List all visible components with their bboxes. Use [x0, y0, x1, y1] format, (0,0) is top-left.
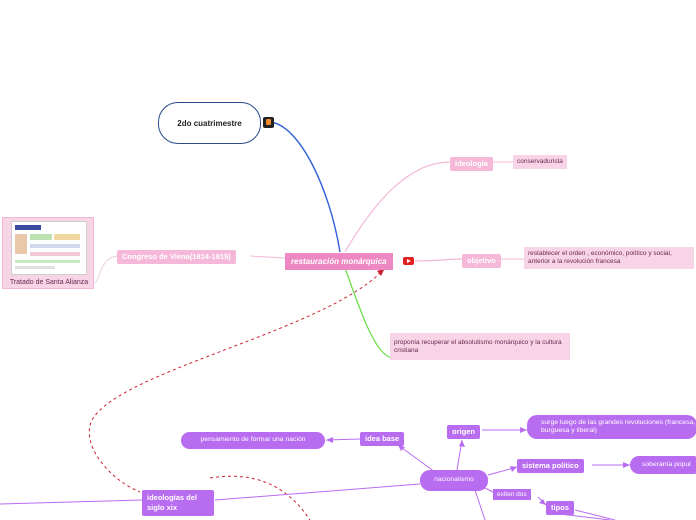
conservadurista-label: conservadurista: [517, 158, 563, 165]
topic-proponia[interactable]: proponía recuperar el absolutismo monárq…: [390, 333, 570, 360]
dashed-relation-1: [88, 267, 386, 493]
origen-label: origen: [452, 427, 475, 436]
topic-objetivo-text[interactable]: restablecer el orden , económico, políti…: [524, 247, 694, 270]
connector-nacionalismo: [214, 483, 421, 501]
connector-tipos-out: [574, 509, 616, 520]
tratado-label: Tratado de Santa Alianza: [9, 279, 89, 286]
topic-sistema-politico[interactable]: sistema político: [517, 459, 584, 473]
tipos-label: tipos: [551, 503, 569, 512]
topic-surge[interactable]: surge luego de las grandes revoluciones …: [527, 415, 696, 439]
connector-ideologia: [344, 161, 451, 253]
connector-tratado: [94, 255, 118, 284]
topic-origen[interactable]: origen: [447, 425, 480, 439]
topic-soberania[interactable]: soberanía popul: [630, 456, 696, 474]
congreso-label: Congreso de Viena(1814-1815): [122, 252, 231, 261]
connector-left-edge: [0, 499, 143, 505]
idea-base-label: idea base: [365, 434, 400, 443]
second-term-label: 2do cuatrimestre: [177, 118, 242, 128]
connector-second-term: [269, 121, 341, 253]
connector-tipos-out2: [559, 513, 611, 520]
pensamiento-label: pensamiento de formar una nación: [200, 436, 306, 444]
connector-nac-down: [474, 489, 486, 520]
nacionalismo-label: nacionalismo: [434, 476, 474, 484]
root-label: restauración monárquica: [291, 257, 387, 266]
label-existen-dos: exiten dos: [493, 489, 531, 500]
existen-dos-label: exiten dos: [497, 491, 527, 498]
dashed-relation-2: [209, 475, 311, 520]
objetivo-text-label: restablecer el orden , económico, políti…: [528, 250, 672, 266]
topic-idea-base[interactable]: idea base: [360, 432, 405, 446]
topic-ideologias-siglo[interactable]: ideologías del siglo xix: [142, 490, 214, 516]
topic-nacionalismo[interactable]: nacionalismo: [420, 470, 488, 491]
root-topic[interactable]: restauración monárquica: [285, 253, 393, 270]
connector-idea-base: [397, 444, 436, 473]
connector-congreso: [249, 255, 286, 259]
ideologia-label: ideología: [455, 159, 488, 168]
topic-second-term[interactable]: 2do cuatrimestre: [158, 102, 261, 144]
ideologias-siglo-label: ideologías del siglo xix: [147, 493, 198, 512]
topic-objetivo[interactable]: objetivo: [462, 254, 501, 268]
topic-tratado[interactable]: Tratado de Santa Alianza: [2, 217, 94, 289]
soberania-label: soberanía popul: [642, 460, 691, 468]
connector-objetivo: [414, 258, 463, 262]
topic-conservadurista[interactable]: conservadurista: [513, 155, 567, 170]
connector-proponia: [344, 267, 393, 359]
topic-congreso[interactable]: Congreso de Viena(1814-1815): [117, 250, 236, 264]
youtube-play-icon[interactable]: [403, 257, 414, 265]
book-icon[interactable]: [263, 117, 274, 128]
proponia-label: proponía recuperar el absolutismo monárq…: [394, 339, 562, 355]
surge-label: surge luego de las grandes revoluciones …: [541, 418, 696, 434]
sistema-politico-label: sistema político: [522, 461, 579, 470]
topic-pensamiento[interactable]: pensamiento de formar una nación: [181, 432, 325, 449]
topic-ideologia[interactable]: ideología: [450, 157, 493, 171]
arrowhead-1: [377, 268, 385, 276]
objetivo-label: objetivo: [467, 256, 496, 265]
tratado-thumbnail-image: [11, 221, 87, 275]
topic-tipos[interactable]: tipos: [546, 501, 574, 515]
